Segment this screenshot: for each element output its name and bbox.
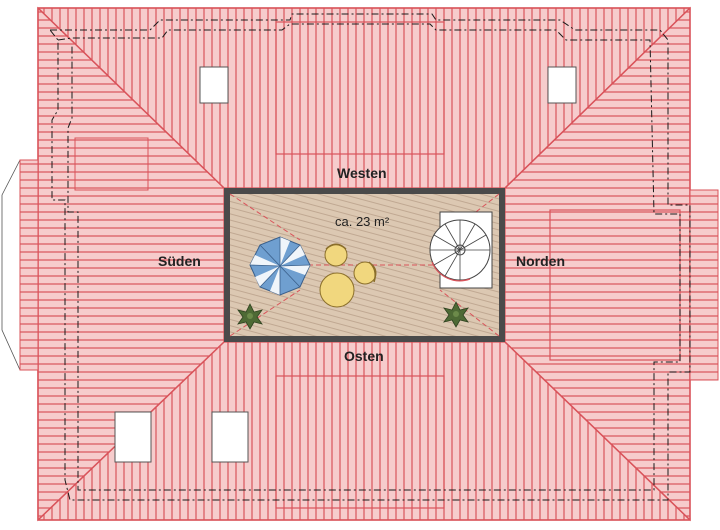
skylight-icon xyxy=(211,411,249,463)
spiral-staircase-icon xyxy=(429,211,493,289)
roof-terrace: ca. 23 m² xyxy=(224,188,505,342)
label-north: Norden xyxy=(516,253,565,269)
chair-icon xyxy=(353,261,377,285)
skylight-icon xyxy=(547,66,577,104)
label-east: Osten xyxy=(344,348,384,364)
plant-icon xyxy=(237,303,263,330)
dormer-right xyxy=(549,189,719,381)
parasol-icon xyxy=(249,236,311,296)
skylight-icon xyxy=(114,411,152,463)
roof xyxy=(37,6,691,522)
bay-window-left xyxy=(1,137,149,371)
skylights xyxy=(114,66,577,463)
skylight-icon xyxy=(199,66,229,104)
dormer-top xyxy=(275,21,445,155)
table-icon xyxy=(319,272,355,308)
chair-icon xyxy=(324,243,348,267)
label-south: Süden xyxy=(158,253,201,269)
wall-dashed-outline xyxy=(49,13,691,501)
label-west: Westen xyxy=(337,165,387,181)
dormer-bottom xyxy=(275,375,445,509)
area-label: ca. 23 m² xyxy=(335,214,390,229)
plant-icon xyxy=(443,301,469,328)
